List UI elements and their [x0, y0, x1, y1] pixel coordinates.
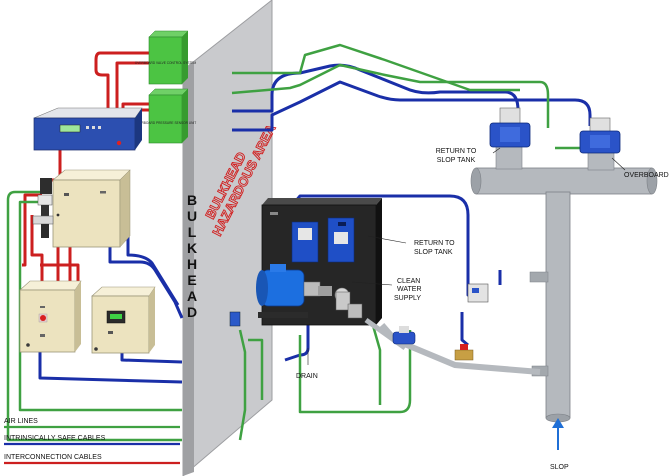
svg-text:WATER: WATER [397, 286, 422, 293]
control-button[interactable] [98, 126, 101, 129]
green-control-box-2[interactable]: OVERBOARD PRESSURE SENSOR UNIT [135, 88, 197, 144]
bulkhead-letter: L [188, 224, 197, 240]
green-box-2-label: OVERBOARD PRESSURE SENSOR UNIT [135, 121, 197, 125]
overboard-valve-1[interactable] [489, 107, 531, 148]
pressure-transmitter[interactable] [467, 283, 489, 303]
pipework [364, 144, 658, 423]
svg-text:SLOP TANK: SLOP TANK [414, 249, 453, 256]
control-button[interactable] [86, 126, 89, 129]
lcd-display [59, 124, 81, 133]
main-cabinet[interactable] [52, 169, 131, 248]
svg-text:BULKHEAD: BULKHEAD [187, 192, 197, 320]
label-slop: SLOP [550, 464, 569, 471]
green-box-1-label: OVERBOARD VALVE CONTROL SYSTEM [135, 61, 197, 65]
label-return-to-slop-tank-top: RETURN TO SLOP TANK [436, 148, 477, 164]
bulkhead-letter: E [187, 272, 196, 288]
legend-item-interconnection-cables: INTERCONNECTION CABLES [4, 454, 180, 465]
legend: AIR LINES INTRINSICALLY SAFE CABLES INTE… [4, 418, 180, 465]
digital-readout [110, 314, 122, 319]
overboard-valve-2[interactable] [579, 117, 621, 154]
level-switch[interactable] [229, 311, 241, 327]
display-cabinet[interactable] [91, 286, 156, 354]
intrinsically-safe-cables [38, 63, 592, 384]
bulkhead-letter: B [187, 192, 197, 208]
legend-label: INTERCONNECTION CABLES [4, 454, 102, 461]
bulkhead-letter: K [187, 240, 197, 256]
sample-valve[interactable] [335, 291, 363, 319]
legend-item-intrinsically-safe-cables: INTRINSICALLY SAFE CABLES [4, 435, 180, 446]
svg-text:SLOP TANK: SLOP TANK [437, 157, 476, 164]
bulkhead-wall [182, 0, 273, 476]
clean-water-valve[interactable] [392, 326, 474, 361]
air-regulator[interactable] [32, 178, 54, 238]
slop-arrow [552, 418, 564, 450]
bulkhead-letter: U [187, 208, 197, 224]
bulkhead-letter: A [187, 288, 197, 304]
label-overboard: OVERBOARD [624, 172, 669, 179]
bulkhead-letter: D [187, 304, 197, 320]
control-button[interactable] [92, 126, 95, 129]
legend-item-air-lines: AIR LINES [4, 418, 180, 429]
label-clean-water-supply: CLEAN WATER SUPPLY [394, 278, 422, 302]
svg-text:SUPPLY: SUPPLY [394, 295, 421, 302]
pointer-lines [307, 147, 626, 365]
svg-text:CLEAN: CLEAN [397, 278, 420, 285]
pump-motor[interactable] [256, 264, 350, 318]
svg-text:RETURN TO: RETURN TO [414, 240, 455, 247]
legend-label: INTRINSICALLY SAFE CABLES [4, 435, 106, 442]
bulkhead-letter: H [187, 256, 197, 272]
label-drain: DRAIN [296, 373, 318, 380]
indicator-light [116, 140, 122, 146]
green-control-box-1[interactable]: OVERBOARD VALVE CONTROL SYSTEM [135, 30, 197, 85]
svg-text:RETURN TO: RETURN TO [436, 148, 477, 155]
control-unit[interactable] [33, 107, 143, 151]
label-return-to-slop-tank-panel: RETURN TO SLOP TANK [414, 240, 455, 256]
starter-cabinet[interactable] [19, 280, 82, 353]
stop-button[interactable] [40, 315, 46, 321]
cabinet-label-plate [64, 193, 69, 196]
legend-label: AIR LINES [4, 418, 38, 425]
